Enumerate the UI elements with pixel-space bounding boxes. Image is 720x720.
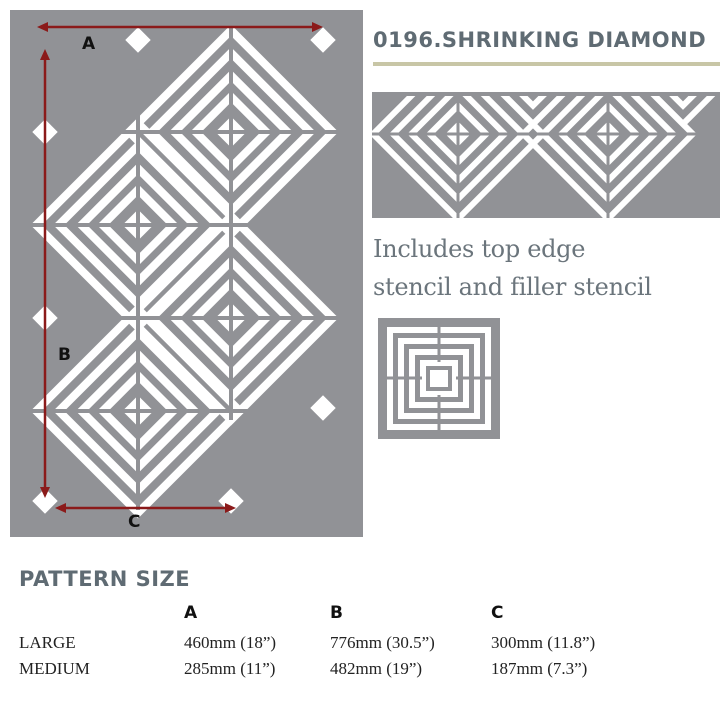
caption-line-2: stencil and filler stencil [373,273,652,301]
column-header-c: C [491,603,504,623]
title-underline-divider [373,62,720,66]
column-header-a: A [184,603,198,623]
dimension-arrows [37,22,323,513]
size-a-value: 285mm (11”) [184,659,276,678]
edge-pattern-graphic [372,92,720,218]
top-edge-stencil-preview [372,92,720,218]
filler-pattern-graphic [386,326,492,431]
diamond-pattern-graphic [30,10,340,537]
product-title: 0196.SHRINKING DIAMOND [373,28,707,52]
size-b-value: 482mm (19”) [330,659,423,678]
caption-line-1: Includes top edge [373,235,586,263]
row-label: MEDIUM [19,659,90,678]
size-a-value: 460mm (18”) [184,633,277,652]
includes-caption: Includes top edge stencil and filler ste… [373,230,652,306]
dimension-label-b: B [58,345,71,365]
main-stencil-diagram: A B C [10,10,363,537]
pattern-size-heading: PATTERN SIZE [19,567,191,591]
size-b-value: 776mm (30.5”) [330,633,435,652]
dimension-label-c: C [128,512,141,532]
filler-stencil-preview [378,318,500,439]
column-header-b: B [330,603,343,623]
row-label: LARGE [19,633,76,652]
dimension-label-a: A [82,34,96,54]
size-c-value: 300mm (11.8”) [491,633,596,652]
size-c-value: 187mm (7.3”) [491,659,588,678]
